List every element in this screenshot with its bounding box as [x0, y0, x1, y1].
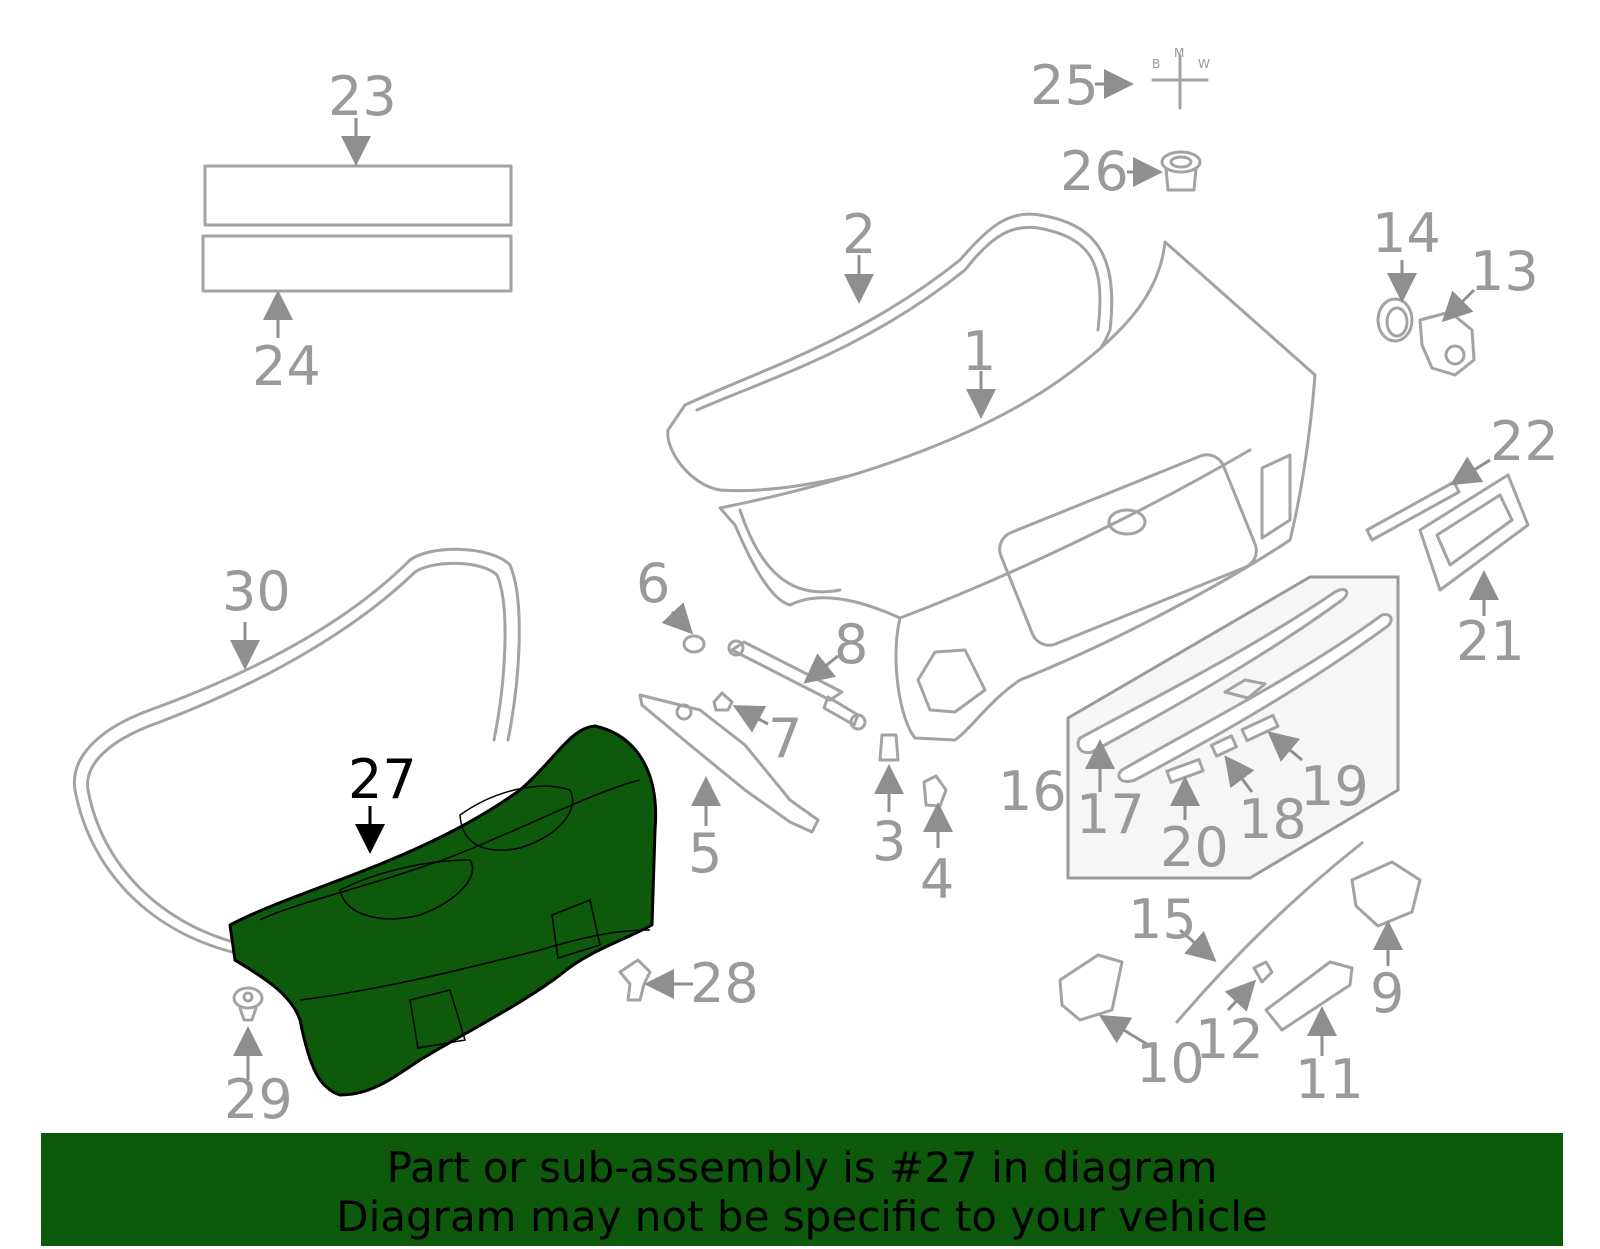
part-12-bolt	[1252, 960, 1274, 984]
part-8-gas-strut	[727, 639, 867, 731]
callout-22: 22	[1490, 410, 1559, 473]
part-25-emblem: B M W	[1151, 46, 1210, 110]
part-19-pad	[1240, 713, 1280, 743]
part-6-nut	[682, 634, 706, 654]
callout-17: 17	[1076, 783, 1145, 846]
part-18-pad	[1209, 734, 1239, 758]
part-11-bracket	[1264, 960, 1354, 1032]
part-27-trunk-lining	[228, 724, 658, 1097]
part-3-buffer	[878, 733, 900, 762]
part-24-strip	[201, 234, 513, 293]
part-9-actuator	[1350, 860, 1422, 928]
banner-line-2: Diagram may not be specific to your vehi…	[336, 1192, 1268, 1241]
arrow-7	[732, 705, 769, 733]
arrow-10	[1098, 1014, 1151, 1048]
callout-30: 30	[222, 560, 291, 623]
callout-2: 2	[842, 203, 876, 266]
callout-9: 9	[1370, 962, 1404, 1025]
callout-23: 23	[328, 65, 397, 128]
callout-8: 8	[834, 613, 868, 676]
callout-19: 19	[1300, 755, 1369, 818]
part-4-stopper	[922, 774, 948, 808]
part-28-clip	[618, 958, 652, 1002]
arrow-13	[1441, 288, 1476, 323]
logo-letter-w: W	[1198, 57, 1210, 71]
callout-12: 12	[1195, 1008, 1264, 1071]
callout-3: 3	[872, 810, 906, 873]
callout-25: 25	[1030, 54, 1099, 117]
part-21-bracket	[1418, 473, 1530, 592]
part-22-strip	[1365, 480, 1461, 542]
part-5-hinge	[638, 693, 820, 834]
callout-4: 4	[920, 848, 954, 911]
callout-1: 1	[962, 320, 996, 383]
callout-18: 18	[1238, 788, 1307, 851]
part-29-clip	[232, 986, 264, 1022]
arrow-19	[1267, 731, 1303, 762]
part-14-cap	[1376, 297, 1414, 343]
callout-24: 24	[252, 335, 321, 398]
part-7-clip	[712, 691, 734, 712]
part-2-lid-frame	[666, 212, 1114, 493]
part-30-seal	[72, 547, 521, 957]
part-26-grommet	[1160, 150, 1202, 192]
arrow-12	[1224, 979, 1257, 1012]
callout-29: 29	[224, 1068, 293, 1131]
arrow-15	[1179, 928, 1217, 962]
callout-16: 16	[998, 760, 1067, 823]
callout-21: 21	[1456, 610, 1525, 673]
callout-7: 7	[768, 707, 802, 770]
arrow-6	[661, 602, 694, 635]
callout-14: 14	[1372, 202, 1441, 265]
part-15-cable	[1175, 841, 1364, 1024]
callout-27: 27	[348, 748, 417, 811]
callout-13: 13	[1470, 240, 1539, 303]
part-10-latch	[1058, 953, 1124, 1022]
info-banner: Part or sub-assembly is #27 in diagram D…	[41, 1133, 1563, 1246]
logo-letter-b: B	[1152, 57, 1160, 71]
logo-letter-m: M	[1174, 46, 1184, 60]
part-13-lock-cylinder	[1418, 310, 1476, 377]
banner-line-1: Part or sub-assembly is #27 in diagram	[386, 1143, 1218, 1192]
arrow-22	[1449, 456, 1491, 486]
callout-5: 5	[688, 822, 722, 885]
callout-26: 26	[1060, 140, 1129, 203]
part-1-trunk-lid	[718, 240, 1317, 742]
callout-6: 6	[636, 552, 670, 615]
arrow-8	[803, 653, 839, 684]
callout-10: 10	[1136, 1032, 1205, 1095]
callout-28: 28	[690, 952, 759, 1015]
callout-11: 11	[1295, 1048, 1364, 1111]
callout-15: 15	[1128, 888, 1197, 951]
part-23-strip	[203, 164, 513, 227]
callout-20: 20	[1160, 816, 1229, 879]
arrow-18	[1224, 755, 1255, 793]
